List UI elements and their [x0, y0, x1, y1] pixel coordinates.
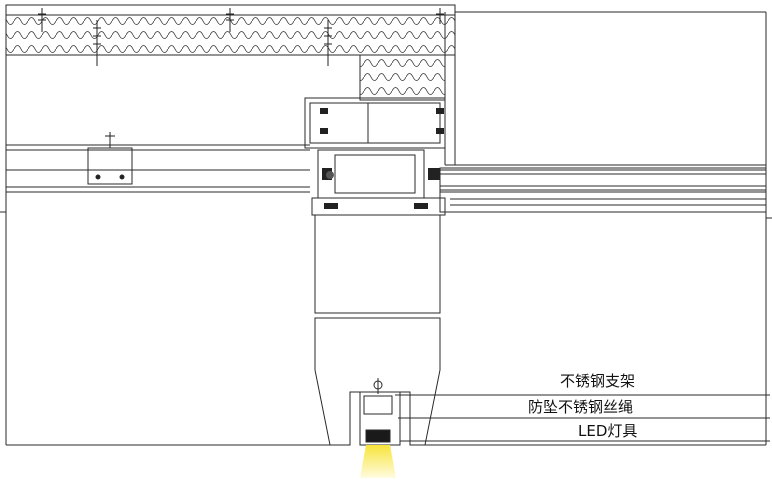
callout-led: LED灯具 [578, 422, 638, 440]
mullion-body [314, 214, 441, 314]
stainless-bracket [363, 395, 393, 415]
callout-rope: 防坠不锈钢丝绳 [528, 398, 634, 416]
led-light-beam [360, 445, 396, 478]
led-fixture [365, 429, 391, 443]
anchor-bolts [38, 8, 444, 66]
callout-bracket: 不锈钢支架 [560, 372, 636, 390]
mullion-head [317, 149, 425, 199]
right-glass-panel [439, 167, 767, 193]
fasteners [320, 108, 444, 209]
left-bracket-plate [87, 147, 133, 185]
side-insulation [359, 54, 446, 101]
upper-steel-box [304, 97, 446, 149]
mullion-flare [314, 317, 441, 446]
